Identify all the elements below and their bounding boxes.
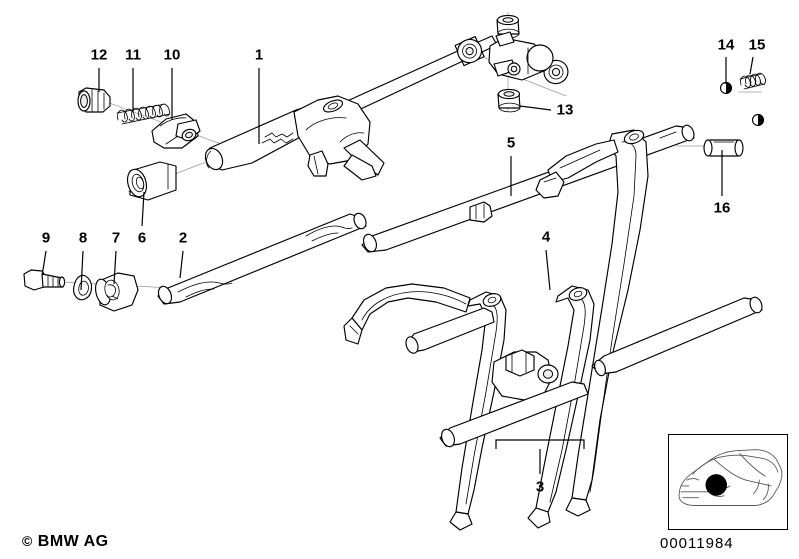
part-14-detent-ball: [719, 81, 765, 127]
callout-number-9: 9: [41, 229, 51, 247]
part-16-locating-pin: [703, 139, 744, 157]
part-15-small-spring: [739, 72, 766, 90]
callout-number-4: 4: [541, 228, 551, 246]
callout-number-6: 6: [137, 229, 147, 247]
part-8-lock-washer: [73, 274, 93, 301]
leader-line-2: [179, 250, 184, 279]
callout-number-2: 2: [178, 229, 188, 247]
part-6-sleeve-bushing: [126, 161, 177, 201]
leader-bracket-3: [495, 439, 585, 449]
vehicle-outline-icon: [678, 449, 783, 506]
leader-line-7: [113, 250, 117, 285]
part-1-selector-shaft-lever: [204, 35, 498, 181]
callout-number-1: 1: [254, 46, 264, 64]
part-13-bushings: [454, 14, 569, 113]
diagram-part-number: 00011984: [660, 535, 734, 552]
callout-number-15: 15: [748, 36, 766, 54]
callout-number-11: 11: [125, 46, 141, 64]
callout-number-13: 13: [556, 101, 574, 119]
location-dot: [705, 474, 728, 496]
callout-number-3: 3: [535, 478, 545, 496]
part-4-shift-fork-right: [535, 129, 649, 517]
leader-line-15: [749, 56, 754, 75]
leader-line-4: [545, 249, 551, 291]
vehicle-location-thumbnail: [668, 434, 788, 530]
leader-line-6: [141, 191, 145, 227]
copyright-notice: © BMW AG: [22, 533, 109, 551]
callout-number-16: 16: [713, 199, 731, 217]
copyright-symbol: ©: [22, 533, 33, 549]
part-9-bolt: [23, 269, 66, 291]
callout-number-12: 12: [90, 46, 108, 64]
part-5-selector-rod-upper: [361, 124, 695, 253]
part-11-detent-spring: [116, 103, 171, 125]
part-2-selector-rod-lower: [157, 212, 367, 305]
callout-number-8: 8: [78, 229, 88, 247]
part-7-bearing-block: [95, 272, 139, 312]
part-10-detent-pin: [151, 113, 201, 149]
leader-line-8: [80, 250, 84, 291]
callout-number-14: 14: [717, 36, 735, 54]
callout-number-7: 7: [111, 229, 121, 247]
part-3-shift-fork-pair: [343, 283, 763, 531]
leader-line-13: [519, 105, 552, 111]
copyright-owner: BMW AG: [37, 533, 109, 550]
callout-number-5: 5: [506, 134, 516, 152]
leader-line-9: [41, 250, 47, 277]
callout-number-10: 10: [163, 46, 181, 64]
part-12-screw-plug: [77, 87, 111, 113]
callout-leader-lines: [41, 56, 754, 474]
